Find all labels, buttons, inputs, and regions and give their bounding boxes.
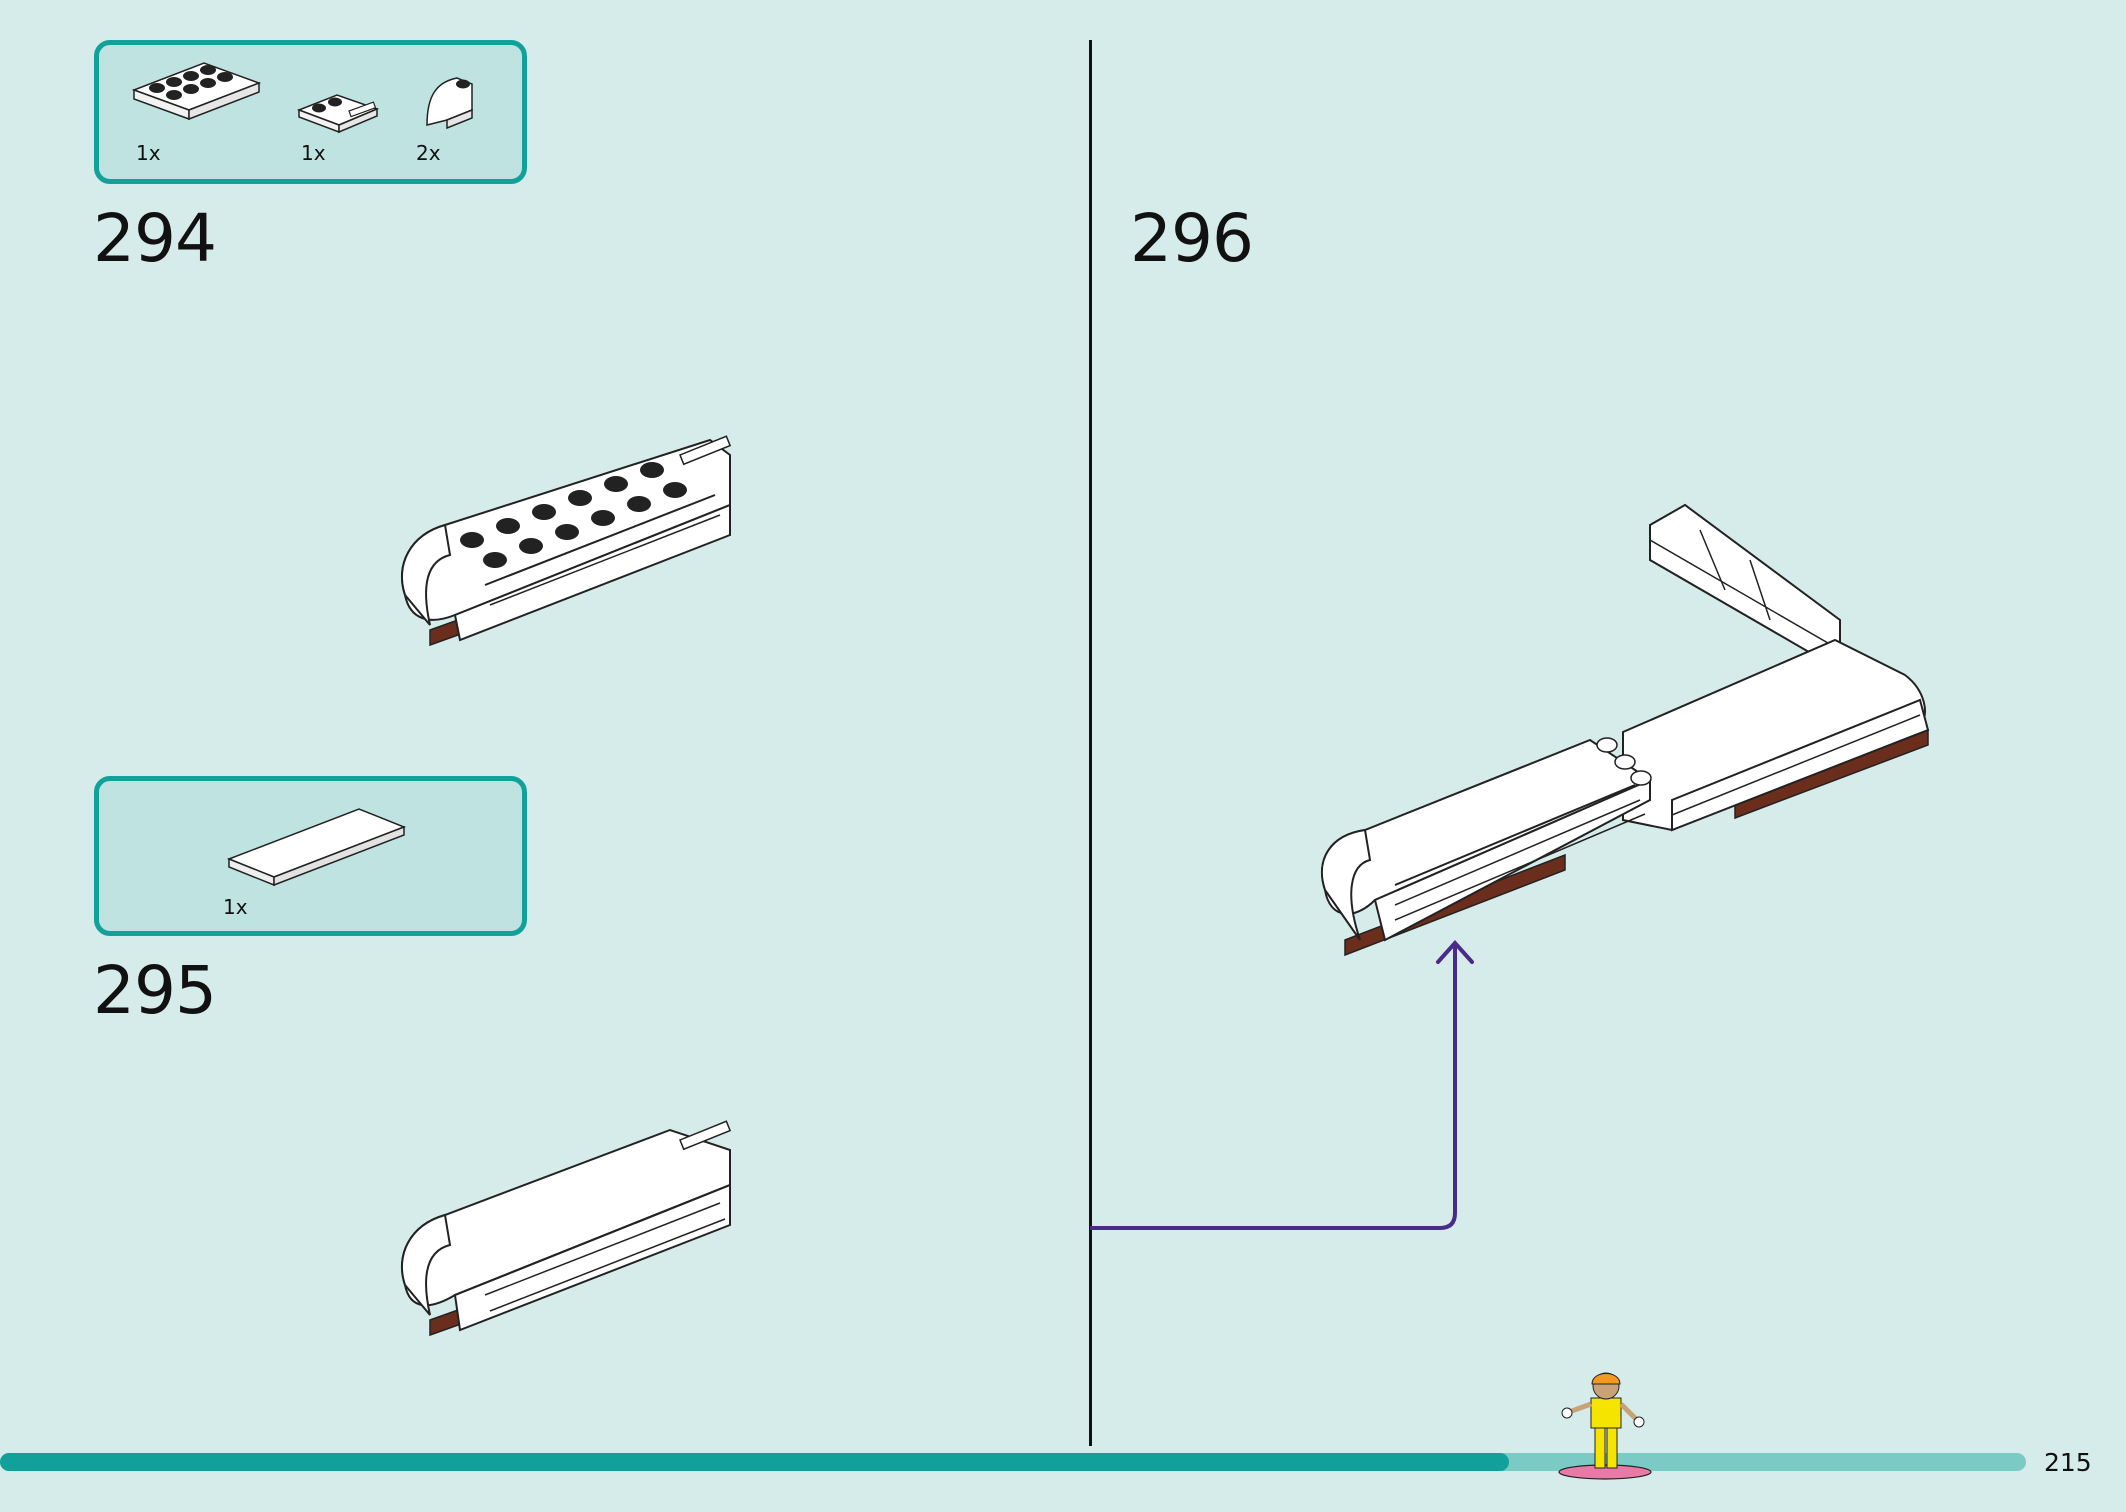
assembly-arrow <box>1090 940 1474 1230</box>
model-step-295 <box>400 1120 732 1337</box>
part-qty: 1x <box>301 141 326 165</box>
progress-fill <box>0 1453 1510 1471</box>
part-qty: 1x <box>136 141 161 165</box>
parts-callout-294: 1x 1x 2x <box>94 40 527 184</box>
part-qty: 1x <box>223 895 248 919</box>
progress-bar <box>0 1453 2026 1471</box>
step-number-295: 295 <box>93 952 217 1029</box>
part-qty: 2x <box>416 141 441 165</box>
step-number-296: 296 <box>1130 200 1254 277</box>
plate-with-bar-icon <box>296 94 380 134</box>
parts-callout-295: 1x <box>94 776 527 936</box>
snowboarder-minifigure-icon <box>1558 1372 1652 1480</box>
page-divider <box>1089 40 1092 1446</box>
step-number-294: 294 <box>93 200 217 277</box>
model-step-296 <box>1320 503 1930 957</box>
curved-slope-icon <box>426 77 473 130</box>
model-step-294 <box>400 435 732 647</box>
page-number: 215 <box>2044 1448 2092 1477</box>
plate-2x4-icon <box>131 62 262 121</box>
tile-flat-icon <box>226 808 407 887</box>
